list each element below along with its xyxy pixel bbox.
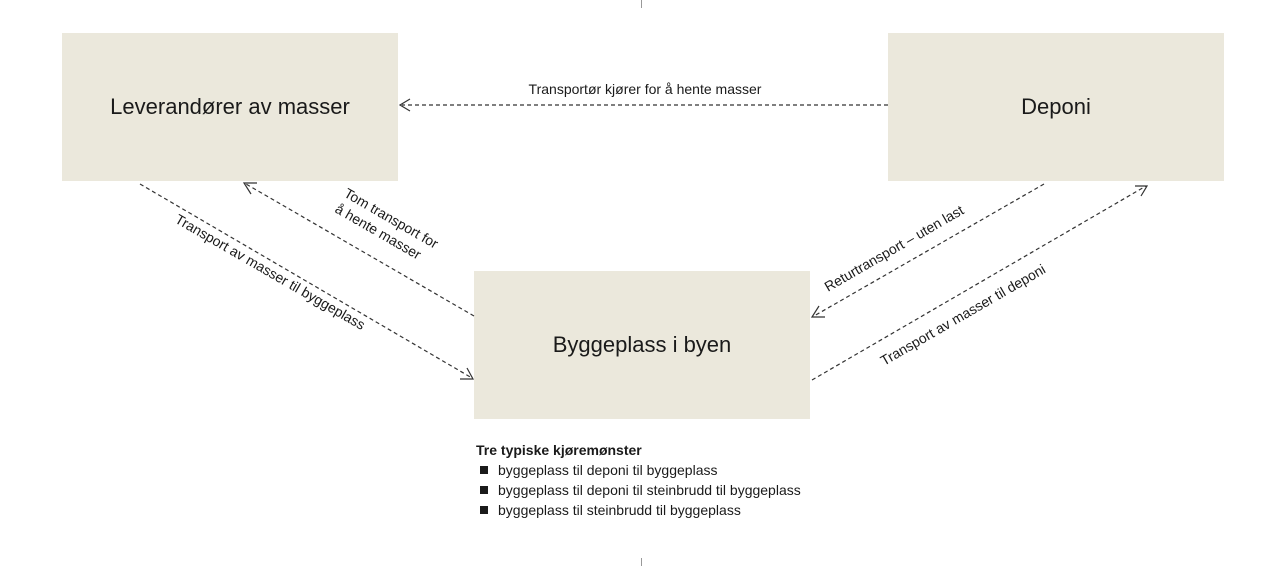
edge-label-tom-transport: Tom transport for å hente masser xyxy=(333,185,442,263)
legend: Tre typiske kjøremønster byggeplass til … xyxy=(476,440,801,520)
square-bullet-icon xyxy=(480,506,488,514)
legend-item: byggeplass til deponi til byggeplass xyxy=(476,460,801,480)
edge-label-transport-til-byggeplass: Transport av masser til byggeplass xyxy=(173,211,369,333)
square-bullet-icon xyxy=(480,486,488,494)
arrowhead-icon xyxy=(398,98,411,112)
legend-list: byggeplass til deponi til byggeplass byg… xyxy=(476,460,801,520)
arrowhead-icon xyxy=(1135,185,1149,197)
bottom-tick xyxy=(641,558,642,566)
square-bullet-icon xyxy=(480,466,488,474)
legend-item: byggeplass til deponi til steinbrudd til… xyxy=(476,480,801,500)
edge-transport-til-byggeplass xyxy=(139,183,475,380)
node-deponi-label: Deponi xyxy=(1021,94,1091,119)
edge-returtransport xyxy=(810,183,1045,318)
top-tick xyxy=(641,0,642,8)
node-leverandorer: Leverandører av masser xyxy=(62,33,398,181)
legend-item-text: byggeplass til deponi til byggeplass xyxy=(498,462,718,478)
arrowhead-icon xyxy=(242,182,257,195)
legend-item: byggeplass til steinbrudd til byggeplass xyxy=(476,500,801,520)
arrowhead-icon xyxy=(810,305,825,318)
edge-label-deponi-to-leverandorer: Transportør kjører for å hente masser xyxy=(529,81,762,97)
node-byggeplass: Byggeplass i byen xyxy=(474,271,810,419)
node-leverandorer-label: Leverandører av masser xyxy=(110,94,350,119)
edge-tom-transport xyxy=(242,182,475,317)
node-deponi: Deponi xyxy=(888,33,1224,181)
edge-deponi-to-leverandorer xyxy=(398,98,888,112)
legend-item-text: byggeplass til deponi til steinbrudd til… xyxy=(498,482,801,498)
edge-label-returtransport: Returtransport – uten last xyxy=(822,202,967,295)
legend-item-text: byggeplass til steinbrudd til byggeplass xyxy=(498,502,741,518)
legend-title: Tre typiske kjøremønster xyxy=(476,442,642,458)
edge-label-transport-til-deponi: Transport av masser til deponi xyxy=(878,261,1049,369)
arrowhead-icon xyxy=(460,367,475,380)
node-byggeplass-label: Byggeplass i byen xyxy=(552,332,732,357)
edge-transport-til-deponi xyxy=(811,185,1149,381)
